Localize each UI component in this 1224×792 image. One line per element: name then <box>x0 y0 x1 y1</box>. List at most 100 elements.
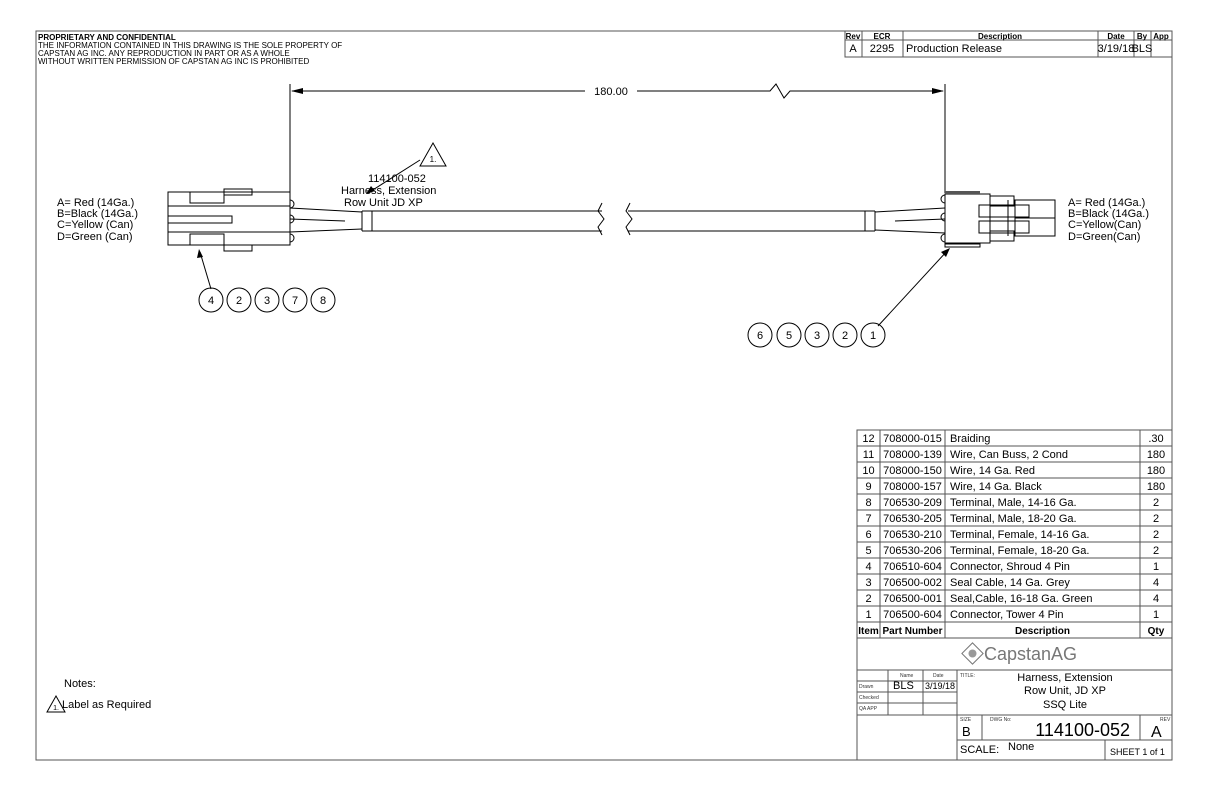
label-line: Harness, Extension <box>341 185 436 197</box>
bom-item-number: 3 <box>865 577 871 589</box>
rev-date: 3/19/18 <box>1098 43 1135 55</box>
logo-text: CapstanAG <box>984 644 1077 664</box>
bom-qty: 4 <box>1153 593 1159 605</box>
item-balloon: 1 <box>870 330 876 342</box>
date-label: Date <box>933 673 944 679</box>
bom-part-number: 708000-157 <box>883 481 942 493</box>
bom-qty: .30 <box>1148 433 1163 445</box>
bom-part-number: 706530-209 <box>883 497 942 509</box>
bom-item-number: 1 <box>865 609 871 621</box>
notes: Notes: 1. Label as Required <box>46 678 151 713</box>
bom-description: Seal,Cable, 16-18 Ga. Green <box>950 593 1092 605</box>
item-balloon: 4 <box>208 295 214 307</box>
bom-description: Seal Cable, 14 Ga. Grey <box>950 577 1070 589</box>
pin-label: A= Red (14Ga.) <box>1068 197 1145 209</box>
bom-header-part-number: Part Number <box>882 626 942 637</box>
description-header: Description <box>978 32 1022 41</box>
size-label: SIZE <box>960 717 972 723</box>
sheet-number: SHEET 1 of 1 <box>1110 747 1165 757</box>
dimension-value: 180.00 <box>594 86 628 98</box>
bom-qty: 4 <box>1153 577 1159 589</box>
bom-part-number: 708000-139 <box>883 449 942 461</box>
bom-header-description: Description <box>1015 626 1070 637</box>
app-header: App <box>1153 32 1169 41</box>
bom-qty: 180 <box>1147 449 1165 461</box>
drawing-frame <box>35 30 1173 761</box>
pin-label: D=Green(Can) <box>1068 231 1140 243</box>
note-flag-number: 1. <box>53 705 59 712</box>
bom-part-number: 708000-015 <box>883 433 942 445</box>
item-balloon: 6 <box>757 330 763 342</box>
title-line: Harness, Extension <box>1017 672 1112 684</box>
bom-item-number: 2 <box>865 593 871 605</box>
bom-part-number: 706530-206 <box>883 545 942 557</box>
drawn-date: 3/19/18 <box>925 681 955 691</box>
title-label: TITLE: <box>960 673 975 679</box>
bom-item-number: 9 <box>865 481 871 493</box>
pin-label: B=Black (14Ga.) <box>1068 208 1149 220</box>
harness-cable <box>289 202 946 236</box>
bom-description: Wire, 14 Ga. Red <box>950 465 1035 477</box>
bom-description: Terminal, Male, 14-16 Ga. <box>950 497 1077 509</box>
bom-description: Terminal, Female, 14-16 Ga. <box>950 529 1089 541</box>
drawing-number: 114100-052 <box>1035 720 1130 740</box>
rev-description: Production Release <box>906 43 1002 55</box>
item-balloon: 2 <box>842 330 848 342</box>
item-balloon: 7 <box>292 295 298 307</box>
notes-title: Notes: <box>64 678 96 690</box>
label-part-number: 114100-052 <box>368 173 426 185</box>
bom-qty: 2 <box>1153 529 1159 541</box>
bom-item-number: 6 <box>865 529 871 541</box>
ecr-value: 2295 <box>870 43 894 55</box>
notice-line: WITHOUT WRITTEN PERMISSION OF CAPSTAN AG… <box>38 57 310 66</box>
by-header: By <box>1137 32 1148 41</box>
bom-item-number: 8 <box>865 497 871 509</box>
pin-label: C=Yellow(Can) <box>1068 219 1141 231</box>
bom-description: Wire, Can Buss, 2 Cond <box>950 449 1068 461</box>
name-label: Name <box>900 673 914 679</box>
checked-label: Checked <box>859 695 879 701</box>
flag-triangle-icon <box>46 694 66 713</box>
right-balloons: 6 5 3 2 1 <box>747 248 950 348</box>
pin-label: D=Green (Can) <box>57 231 133 243</box>
bom-part-number: 706530-205 <box>883 513 942 525</box>
bom-item-number: 5 <box>865 545 871 557</box>
rev-value: A <box>1151 724 1162 741</box>
rev-label: REV <box>1160 717 1171 723</box>
item-balloon: 5 <box>786 330 792 342</box>
bom-description: Connector, Tower 4 Pin <box>950 609 1064 621</box>
left-balloons: 4 2 3 7 8 <box>197 249 336 313</box>
tower-connector-right <box>940 191 1056 248</box>
bom-description: Terminal, Male, 18-20 Ga. <box>950 513 1077 525</box>
bom-qty: 2 <box>1153 497 1159 509</box>
bom-item-number: 12 <box>862 433 874 445</box>
size-value: B <box>962 724 971 739</box>
confidential-notice: PROPRIETARY AND CONFIDENTIAL THE INFORMA… <box>38 33 342 66</box>
bom-description: Terminal, Female, 18-20 Ga. <box>950 545 1089 557</box>
bom-part-number: 706510-604 <box>883 561 942 573</box>
notice-line: THE INFORMATION CONTAINED IN THIS DRAWIN… <box>38 41 342 50</box>
label-line: Row Unit JD XP <box>344 197 423 209</box>
item-balloon: 2 <box>236 295 242 307</box>
label-flag-number: 1. <box>430 155 437 164</box>
bom-description: Wire, 14 Ga. Black <box>950 481 1042 493</box>
bom-qty: 2 <box>1153 545 1159 557</box>
bom-item-number: 11 <box>863 449 874 461</box>
bom-description: Braiding <box>950 433 990 445</box>
date-header: Date <box>1107 32 1125 41</box>
bom-item-number: 7 <box>865 513 871 525</box>
note-item: Label as Required <box>62 699 151 711</box>
drawn-name: BLS <box>893 680 914 692</box>
bom-qty: 1 <box>1153 609 1159 621</box>
left-pin-legend: A= Red (14Ga.) B=Black (14Ga.) C=Yellow … <box>57 197 138 243</box>
item-balloon: 8 <box>320 295 326 307</box>
item-balloon: 3 <box>264 295 270 307</box>
title-line: SSQ Lite <box>1043 699 1087 711</box>
ecr-header: ECR <box>874 32 891 41</box>
bom-description: Connector, Shroud 4 Pin <box>950 561 1070 573</box>
bom-header-qty: Qty <box>1148 626 1165 637</box>
bom-part-number: 706500-002 <box>883 577 942 589</box>
pin-label: C=Yellow (Can) <box>57 219 133 231</box>
dwg-label: DWG No: <box>990 717 1011 723</box>
